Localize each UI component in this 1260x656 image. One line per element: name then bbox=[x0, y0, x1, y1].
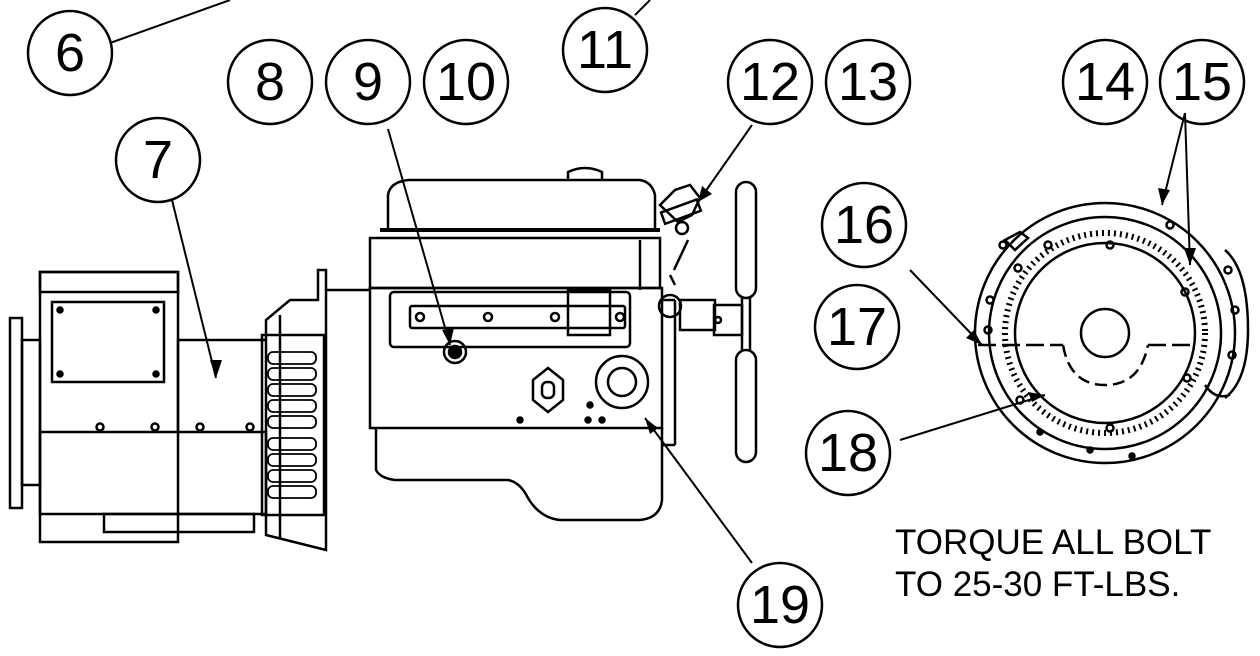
generator-body bbox=[8, 268, 328, 552]
callout-6: 6 bbox=[55, 23, 85, 83]
callout-14: 14 bbox=[1075, 52, 1135, 112]
torque-note-line-2: TO 25-30 FT-LBS. bbox=[895, 565, 1181, 604]
torque-note-line-1: TORQUE ALL BOLT bbox=[895, 523, 1212, 562]
flywheel-assembly bbox=[973, 201, 1250, 465]
callout-18: 18 bbox=[818, 423, 878, 483]
callout-16: 16 bbox=[834, 195, 894, 255]
callout-10: 10 bbox=[436, 52, 496, 112]
callout-8: 8 bbox=[255, 52, 285, 112]
callout-circles bbox=[26, 6, 1246, 649]
callout-17: 17 bbox=[827, 297, 887, 357]
torque-note: TORQUE ALL BOLT TO 25-30 FT-LBS. bbox=[895, 522, 1211, 606]
callout-11: 11 bbox=[577, 20, 633, 80]
callout-9: 9 bbox=[353, 52, 383, 112]
callout-15: 15 bbox=[1172, 52, 1232, 112]
callout-19: 19 bbox=[750, 575, 810, 635]
callout-13: 13 bbox=[838, 52, 898, 112]
callout-12: 12 bbox=[740, 52, 800, 112]
engine-block bbox=[326, 166, 758, 522]
leader-lines bbox=[109, 0, 1191, 564]
callout-7: 7 bbox=[143, 130, 173, 190]
